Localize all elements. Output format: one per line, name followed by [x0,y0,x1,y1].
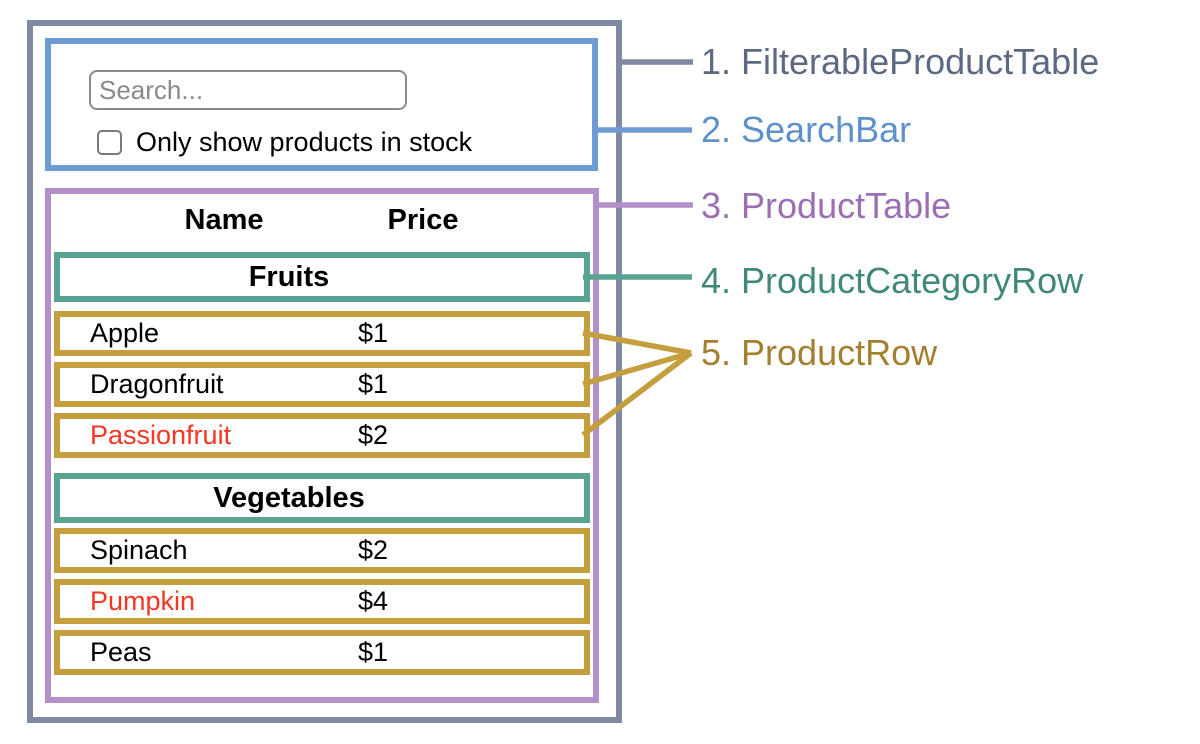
search-input[interactable] [89,70,407,110]
product-price: $2 [358,535,389,565]
product-name: Passionfruit [90,420,232,450]
product-row-apple: Apple $1 [54,311,590,356]
legend-product-category-row: 4. ProductCategoryRow [701,260,1084,301]
legend-search-bar: 2. SearchBar [701,109,912,150]
product-price: $1 [358,318,389,348]
product-row-dragonfruit: Dragonfruit $1 [54,362,590,407]
product-name: Apple [90,318,160,348]
filterable-product-table-box: Only show products in stock Name Price F… [27,20,622,723]
product-price: $4 [358,586,389,616]
in-stock-checkbox-row: Only show products in stock [97,129,592,156]
product-price: $1 [358,369,389,399]
category-label: Vegetables [213,482,365,514]
product-name: Spinach [90,535,188,565]
product-name: Peas [90,637,152,667]
product-row-peas: Peas $1 [54,630,590,675]
product-row-passionfruit: Passionfruit $2 [54,413,590,458]
search-bar-box: Only show products in stock [45,38,598,171]
product-row-pumpkin: Pumpkin $4 [54,579,590,624]
product-category-row-vegetables: Vegetables [54,473,590,523]
product-price: $2 [358,420,389,450]
legend-product-table: 3. ProductTable [701,185,952,226]
table-header-row: Name Price [90,204,593,236]
column-header-price: Price [387,204,459,236]
legend-filterable-product-table: 1. FilterableProductTable [701,41,1100,82]
column-header-name: Name [184,204,264,236]
category-label: Fruits [248,261,330,293]
in-stock-checkbox[interactable] [97,130,122,155]
product-price: $1 [358,637,389,667]
product-table-box: Name Price Fruits Apple $1 Dragonfruit $… [45,188,599,703]
product-category-row-fruits: Fruits [54,252,590,302]
legend-product-row: 5. ProductRow [701,332,938,373]
product-row-spinach: Spinach $2 [54,528,590,573]
in-stock-checkbox-label: Only show products in stock [136,127,473,157]
product-name: Pumpkin [90,586,196,616]
product-name: Dragonfruit [90,369,224,399]
